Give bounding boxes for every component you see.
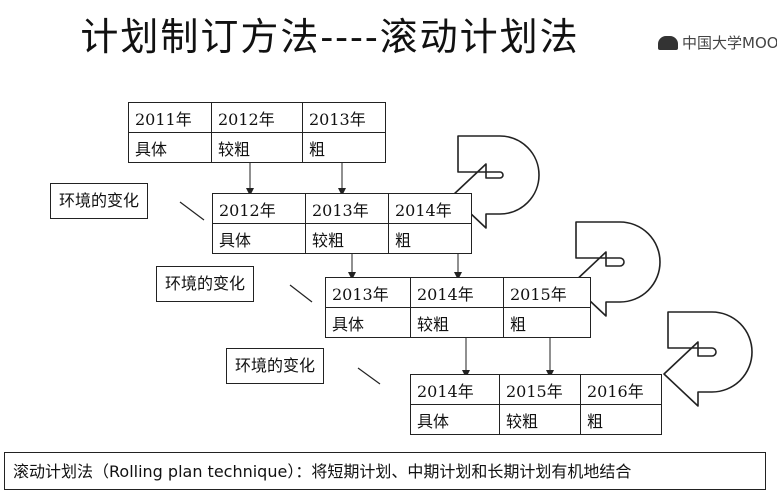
page-title: 计划制订方法----滚动计划法 — [80, 15, 580, 59]
year-cell: 2012年 — [212, 193, 306, 224]
definition-footer: 滚动计划法（Rolling plan technique）：将短期计划、中期计划… — [4, 452, 766, 490]
year-cell: 2016年 — [580, 374, 662, 405]
plan-table-1: 2011年 2012年 2013年 具体 较粗 粗 — [128, 102, 386, 163]
year-cell: 2014年 — [410, 374, 500, 405]
year-cell: 2014年 — [388, 193, 472, 224]
plan-table-4: 2014年 2015年 2016年 具体 较粗 粗 — [410, 374, 662, 435]
detail-cell: 具体 — [128, 132, 212, 163]
watermark-text: 中国大学MOOC — [682, 34, 777, 52]
env-change-label: 环境的变化 — [156, 266, 255, 302]
year-cell: 2012年 — [211, 102, 303, 133]
curved-arrow-icon — [571, 221, 661, 317]
year-cell: 2013年 — [305, 193, 389, 224]
env-change-label: 环境的变化 — [50, 183, 149, 219]
year-cell: 2015年 — [499, 374, 581, 405]
curved-arrow-icon — [663, 311, 753, 407]
year-cell: 2013年 — [325, 277, 411, 308]
detail-cell: 较粗 — [499, 404, 581, 435]
watermark: 中国大学MOOC — [658, 32, 777, 53]
detail-cell: 粗 — [388, 223, 472, 254]
detail-cell: 具体 — [325, 307, 411, 338]
detail-cell: 较粗 — [305, 223, 389, 254]
mooc-logo-icon — [658, 35, 678, 50]
year-cell: 2015年 — [503, 277, 591, 308]
year-cell: 2013年 — [302, 102, 386, 133]
detail-cell: 较粗 — [410, 307, 504, 338]
detail-cell: 具体 — [410, 404, 500, 435]
detail-cell: 粗 — [503, 307, 591, 338]
plan-table-3: 2013年 2014年 2015年 具体 较粗 粗 — [325, 277, 591, 338]
detail-cell: 粗 — [302, 132, 386, 163]
detail-cell: 粗 — [580, 404, 662, 435]
year-cell: 2014年 — [410, 277, 504, 308]
detail-cell: 具体 — [212, 223, 306, 254]
plan-table-2: 2012年 2013年 2014年 具体 较粗 粗 — [212, 193, 472, 254]
year-cell: 2011年 — [128, 102, 212, 133]
curved-arrow-icon — [451, 135, 540, 229]
env-change-label: 环境的变化 — [226, 348, 325, 384]
detail-cell: 较粗 — [211, 132, 303, 163]
